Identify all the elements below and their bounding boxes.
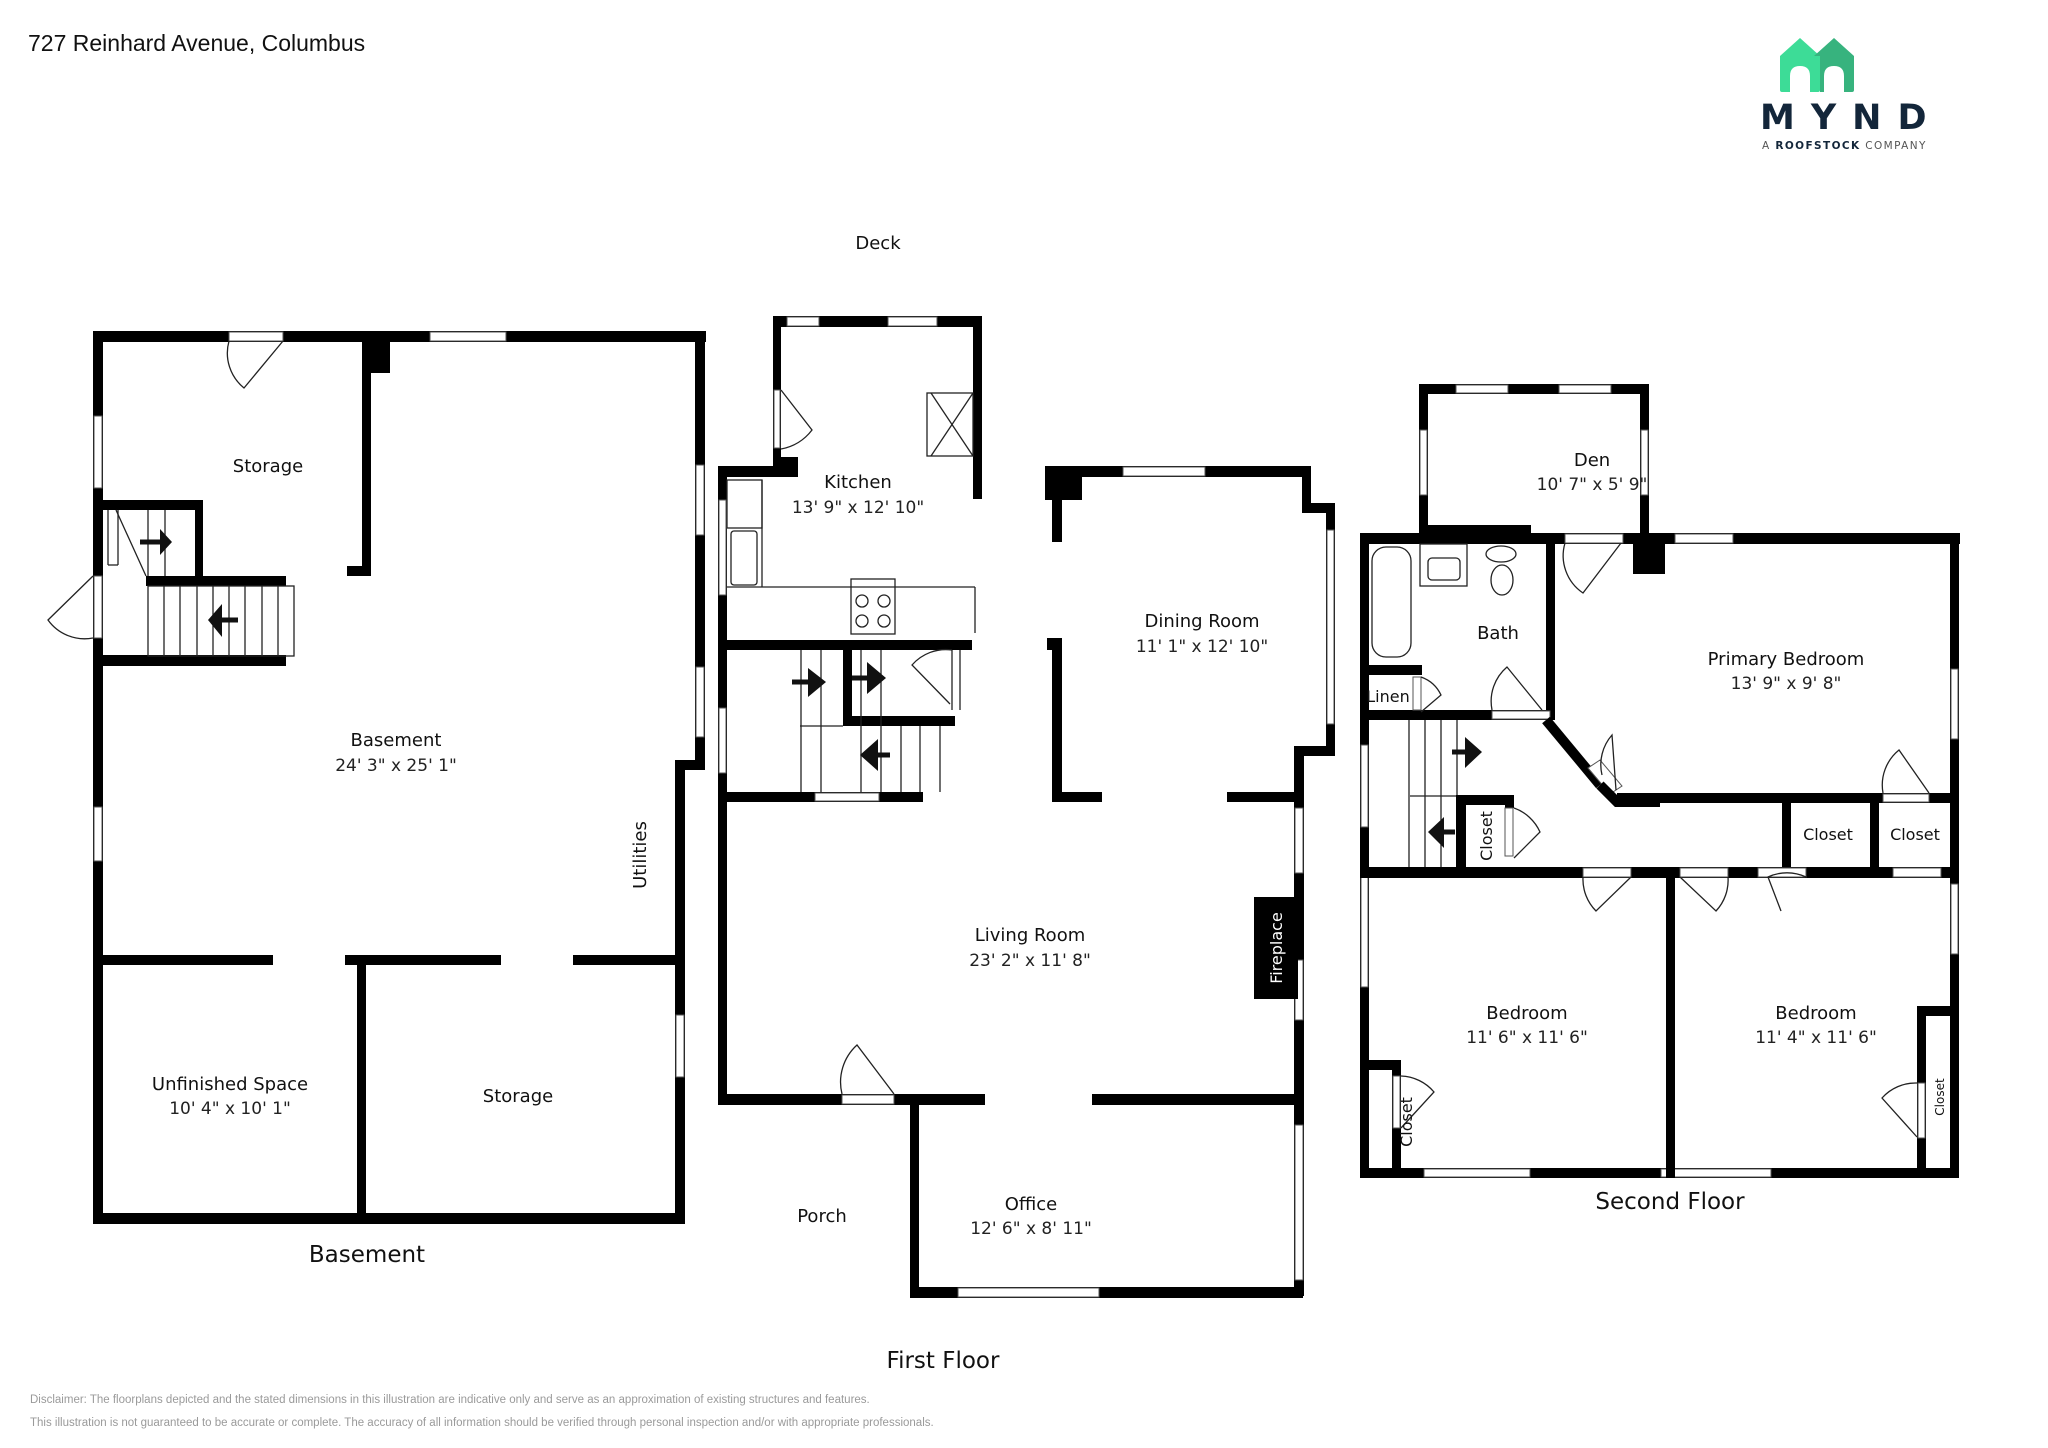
room-label-bedroom-1: Bedroom	[1486, 1003, 1567, 1024]
room-label-dining: Dining Room	[1144, 611, 1259, 632]
room-dims-kitchen: 13' 9" x 12' 10"	[792, 498, 924, 518]
room-label-deck: Deck	[855, 233, 901, 254]
room-label-living: Living Room	[975, 925, 1086, 946]
room-label-storage-bottom: Storage	[483, 1086, 553, 1107]
room-label-closet-b: Closet	[1890, 825, 1940, 844]
room-label-storage-top: Storage	[233, 456, 303, 477]
room-label-primary-bedroom: Primary Bedroom	[1708, 649, 1865, 670]
room-label-utilities: Utilities	[630, 821, 651, 889]
room-label-linen: Linen	[1366, 687, 1409, 706]
room-label-unfinished: Unfinished Space	[152, 1074, 308, 1095]
room-dims-bedroom-1: 11' 6" x 11' 6"	[1466, 1028, 1588, 1048]
room-label-porch: Porch	[797, 1206, 847, 1227]
room-label-bedroom-2: Bedroom	[1775, 1003, 1856, 1024]
brand-tagline: A ROOFSTOCK COMPANY	[1762, 140, 1927, 152]
fireplace-label: Fireplace	[1267, 912, 1286, 984]
floor-title-first: First Floor	[887, 1348, 1000, 1374]
stair-arrow-right-icon	[808, 668, 826, 697]
room-label-den: Den	[1574, 450, 1610, 471]
room-label-bath: Bath	[1477, 623, 1519, 644]
room-dims-den: 10' 7" x 5' 9"	[1537, 475, 1648, 495]
room-dims-office: 12' 6" x 8' 11"	[970, 1219, 1092, 1239]
disclaimer-line-2: This illustration is not guaranteed to b…	[30, 1417, 934, 1429]
room-dims-living: 23' 2" x 11' 8"	[969, 951, 1091, 971]
floor-title-second: Second Floor	[1595, 1189, 1745, 1215]
room-label-basement: Basement	[351, 730, 442, 751]
stair-arrow-left-icon	[860, 739, 878, 771]
room-label-closet-bedroom-2: Closet	[1933, 1078, 1947, 1116]
stair-arrow-right-icon	[1465, 737, 1482, 768]
basement-plan	[47, 331, 706, 1224]
room-dims-basement: 24' 3" x 25' 1"	[335, 756, 457, 776]
room-label-closet-a: Closet	[1803, 825, 1853, 844]
room-label-closet-stair: Closet	[1477, 811, 1496, 861]
room-dims-unfinished: 10' 4" x 10' 1"	[169, 1099, 291, 1119]
room-dims-primary-bedroom: 13' 9" x 9' 8"	[1731, 674, 1842, 694]
stair-arrow-left-icon	[208, 604, 222, 637]
fireplace	[1254, 897, 1298, 999]
second-floor-plan	[1360, 384, 1960, 1178]
room-label-closet-bedroom-1: Closet	[1397, 1097, 1416, 1147]
property-address: 727 Reinhard Avenue, Columbus	[28, 30, 366, 56]
disclaimer-line-1: Disclaimer: The floorplans depicted and …	[30, 1394, 870, 1406]
stair-arrow-right-icon	[867, 662, 886, 694]
room-label-kitchen: Kitchen	[824, 472, 892, 493]
brand-name: MYND	[1760, 98, 1943, 138]
stair-arrow-right-icon	[160, 529, 172, 555]
stair-arrow-left-icon	[1428, 817, 1444, 848]
room-label-office: Office	[1005, 1194, 1058, 1215]
room-dims-dining: 11' 1" x 12' 10"	[1136, 637, 1268, 657]
floor-title-basement: Basement	[309, 1242, 425, 1268]
mynd-house-logo-icon	[1780, 38, 1854, 92]
first-floor-plan	[718, 316, 1335, 1298]
room-dims-bedroom-2: 11' 4" x 11' 6"	[1755, 1028, 1877, 1048]
